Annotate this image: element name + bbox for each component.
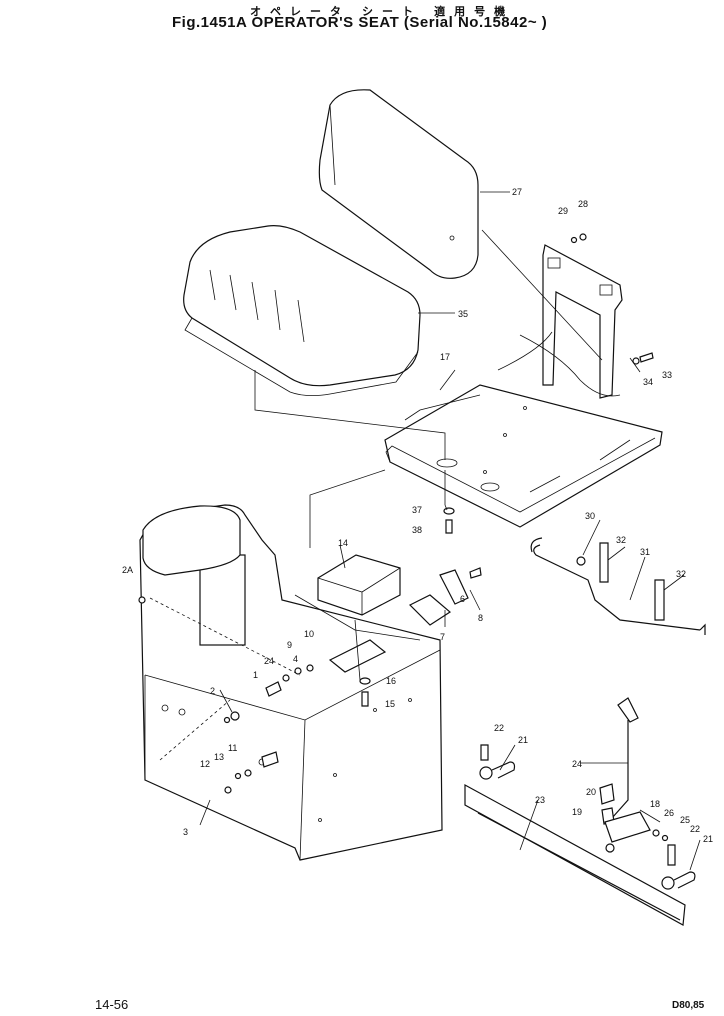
callout-9: 9: [287, 640, 292, 650]
title-jp-serial: 適用号機: [434, 6, 515, 18]
figure-name: OPERATOR'S SEAT: [251, 14, 400, 31]
callout-35: 35: [458, 309, 468, 319]
callout-21-upper: 21: [518, 735, 528, 745]
callout-13: 13: [214, 752, 224, 762]
callout-6: 6: [460, 594, 465, 604]
callout-34: 34: [643, 377, 653, 387]
callout-12: 12: [200, 759, 210, 769]
callout-22-lower: 22: [690, 824, 700, 834]
callout-37: 37: [412, 505, 422, 515]
callout-23: 23: [535, 795, 545, 805]
callout-7: 7: [440, 632, 445, 642]
callout-10: 10: [304, 629, 314, 639]
page-number: 14-56: [95, 997, 129, 1012]
callout-21-lower: 21: [703, 834, 713, 844]
figure-label: Fig.1451A: [172, 14, 247, 31]
callout-17: 17: [440, 352, 450, 362]
slide-lever-rod: [530, 537, 706, 635]
rod-23: [464, 783, 686, 926]
callout-24-upper: 24: [264, 656, 274, 666]
bolt-37-38: [443, 507, 455, 534]
title-jp-caption: オペレータ シート: [250, 6, 423, 18]
callout-31: 31: [640, 547, 650, 557]
callout-8: 8: [478, 613, 483, 623]
callout-18: 18: [650, 799, 660, 809]
callout-22-upper: 22: [494, 723, 504, 733]
seat-slide-base: [384, 384, 663, 528]
callout-30: 30: [585, 511, 595, 521]
callout-29: 29: [558, 206, 568, 216]
callout-25: 25: [680, 815, 690, 825]
callout-19: 19: [572, 807, 582, 817]
seat-back: [318, 89, 479, 279]
seat-cushion: [183, 225, 421, 396]
callout-4: 4: [293, 654, 298, 664]
callout-3: 3: [183, 827, 188, 837]
title-japanese: オペレータ シート 適用号機: [250, 3, 514, 19]
leader-lines: [199, 191, 701, 871]
clamp-21-22: [479, 744, 696, 890]
model-code: D80,85: [672, 1000, 705, 1011]
console-box: [139, 504, 443, 861]
callout-16: 16: [386, 676, 396, 686]
bracket-6-7: [328, 567, 482, 673]
callout-14: 14: [338, 538, 348, 548]
callout-11: 11: [228, 743, 237, 753]
callout-27: 27: [512, 187, 522, 197]
lock-lever: [599, 697, 669, 853]
callout-numbers: 27 28 29 35 17 33 34 37 38 30 32 31 32 1…: [122, 187, 713, 844]
small-hardware: [138, 596, 314, 794]
bolt-28: [570, 233, 587, 244]
figure-title: Fig.1451A OPERATOR'S SEAT (Serial No.158…: [172, 14, 547, 31]
callout-38: 38: [412, 525, 422, 535]
callout-1: 1: [253, 670, 258, 680]
callout-24-lower: 24: [572, 759, 582, 769]
callout-32-lower: 32: [676, 569, 686, 579]
callout-26: 26: [664, 808, 674, 818]
box-14: [317, 554, 401, 616]
callout-33: 33: [662, 370, 672, 380]
bolt-15-16: [359, 677, 371, 707]
serial-range: (Serial No.15842~ ): [403, 14, 548, 31]
callout-32-upper: 32: [616, 535, 626, 545]
bolt-33: [632, 352, 654, 365]
callout-15: 15: [385, 699, 395, 709]
callout-20: 20: [586, 787, 596, 797]
callout-28: 28: [578, 199, 588, 209]
callout-2A: 2A: [122, 565, 133, 575]
callout-2: 2: [210, 686, 215, 696]
